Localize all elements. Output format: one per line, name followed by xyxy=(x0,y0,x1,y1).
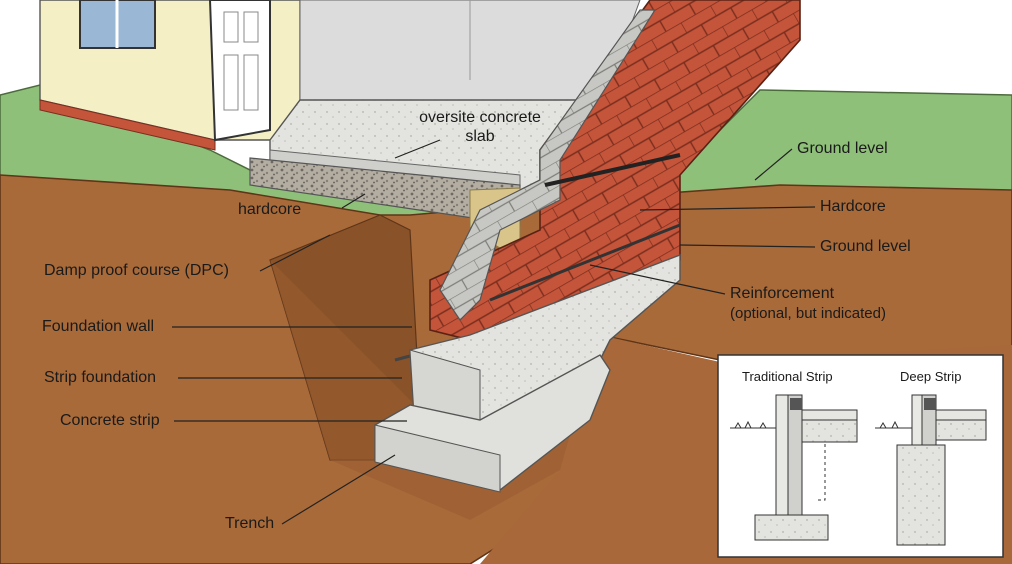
house-plinth-brick xyxy=(39,99,216,151)
label-reinforcement-note: (optional, but indicated) xyxy=(730,305,886,322)
label-strip-foundation: Strip foundation xyxy=(44,369,157,386)
block-inner-leaf xyxy=(439,9,657,321)
label-oversite-slab-line2: slab xyxy=(465,128,495,145)
house-door xyxy=(208,0,271,142)
label-ground-level-top: Ground level xyxy=(797,140,888,157)
inset-panel xyxy=(717,354,1004,558)
label-concrete-strip: Concrete strip xyxy=(60,412,160,429)
label-hardcore: hardcore xyxy=(238,201,302,218)
reinforcement-bar-upper xyxy=(489,223,681,302)
label-hardcore-right: Hardcore xyxy=(820,198,886,215)
traditional-strip-detail xyxy=(730,394,858,541)
dpc-strip xyxy=(544,153,681,187)
label-dpc: Damp proof course (DPC) xyxy=(44,262,229,279)
inset-title-deep: Deep Strip xyxy=(900,369,962,384)
label-trench: Trench xyxy=(225,515,275,532)
leader-lines xyxy=(172,139,816,525)
label-ground-level-mid: Ground level xyxy=(820,238,911,255)
label-oversite-slab: oversite concrete slab xyxy=(400,108,560,146)
label-foundation-wall: Foundation wall xyxy=(42,318,155,335)
deep-strip-detail xyxy=(875,394,987,546)
inset-title-traditional: Traditional Strip xyxy=(742,369,833,384)
label-oversite-slab-line1: oversite concrete xyxy=(419,109,541,126)
label-reinforcement: Reinforcement xyxy=(730,285,835,302)
